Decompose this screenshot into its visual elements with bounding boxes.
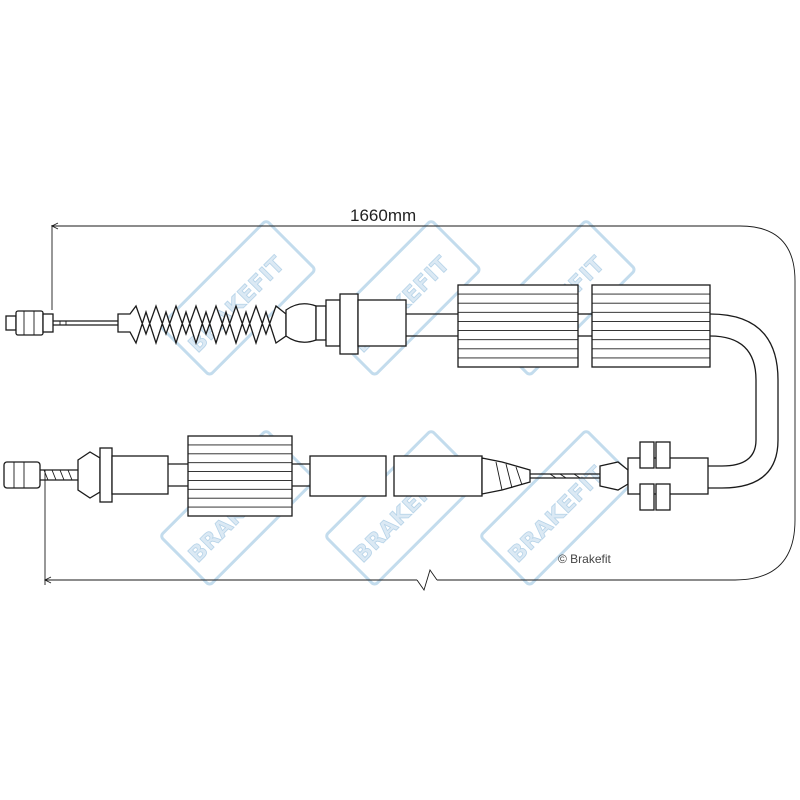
dimension-line <box>43 222 796 592</box>
lower-cable-run <box>3 435 709 517</box>
copyright-label: © Brakefit <box>558 552 611 566</box>
length-dimension-label: 1660mm <box>350 206 417 225</box>
rib-lines <box>188 293 710 508</box>
cable-bend <box>708 313 779 489</box>
watermark-text: BRAKEFIT <box>184 252 290 358</box>
watermark-layer: BRAKEFIT BRAKEFIT BRAKEFIT BRAKEFIT BRAK… <box>160 220 636 586</box>
upper-cable-run <box>5 284 711 368</box>
